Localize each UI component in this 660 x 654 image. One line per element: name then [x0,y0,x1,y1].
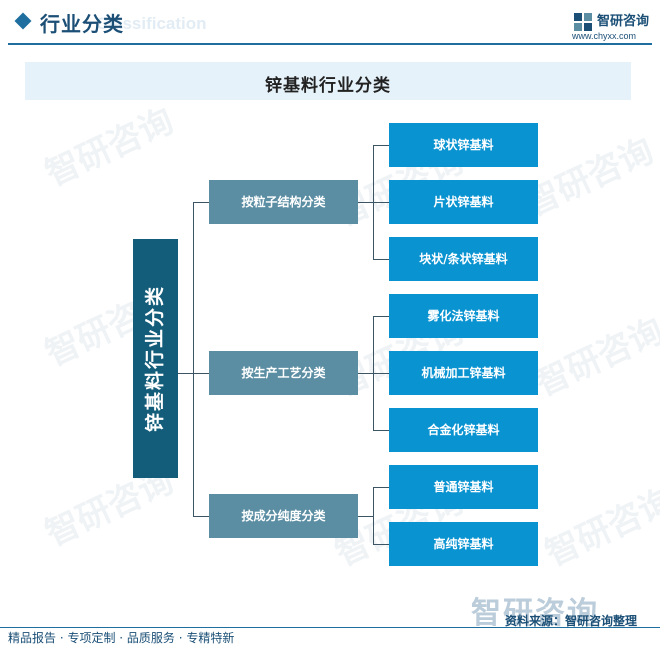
connector-line [358,373,373,374]
footer-rule [0,627,660,628]
leaf-node: 合金化锌基料 [389,408,538,452]
brand-logo-icon [574,13,592,31]
leaf-node: 片状锌基料 [389,180,538,224]
connector-line [373,316,389,317]
diagram-title-band: 锌基料行业分类 [25,62,631,100]
connector-line [358,202,373,203]
header-title-en: Classification [96,14,207,33]
watermark: 智研咨询 [39,100,180,195]
footer-tagline: 精品报告 · 专项定制 · 品质服务 · 专精特新 [8,631,235,645]
diagram-title: 锌基料行业分类 [265,76,391,96]
brand-url: www.chyxx.com [572,31,637,41]
footer-watermark-logo: 智研咨询 [471,596,599,631]
header-title: 行业分类 [40,12,124,36]
connector-line [193,202,194,516]
watermark: 智研咨询 [539,480,660,575]
root-node-label: 锌基料行业分类 [144,285,166,433]
connector-line [373,259,389,260]
leaf-node: 块状/条状锌基料 [389,237,538,281]
brand-name: 智研咨询 [597,14,650,29]
group-node-particle-structure: 按粒子结构分类 [209,180,358,224]
root-node: 锌基料行业分类 [133,239,178,478]
leaf-node: 机械加工锌基料 [389,351,538,395]
watermark: 智研咨询 [529,310,660,405]
connector-line [373,487,374,544]
connector-line [373,487,389,488]
diamond-icon [14,12,32,30]
connector-line [193,202,209,203]
header-rule [8,43,652,45]
connector-line [193,516,209,517]
connector-line [193,373,209,374]
connector-line [373,145,389,146]
connector-line [373,430,389,431]
group-node-purity: 按成分纯度分类 [209,494,358,538]
connector-line [373,373,389,374]
connector-line [373,202,389,203]
connector-line [178,373,193,374]
page-header: Classification 行业分类 智研咨询 www.chyxx.com [0,0,660,46]
leaf-node: 雾化法锌基料 [389,294,538,338]
leaf-node: 普通锌基料 [389,465,538,509]
source-note: 资料来源：智研咨询整理 [505,614,638,628]
connector-line [373,544,389,545]
leaf-node: 高纯锌基料 [389,522,538,566]
group-node-production-process: 按生产工艺分类 [209,351,358,395]
connector-line [358,516,373,517]
leaf-node: 球状锌基料 [389,123,538,167]
